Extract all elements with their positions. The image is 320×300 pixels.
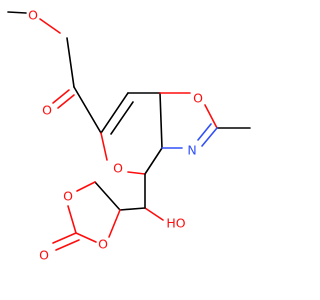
atom-o-dioxolane-bottom: O: [98, 237, 108, 252]
atom-o-carbonate-carbonyl: O: [39, 248, 49, 263]
bond-pyran-c1-c2-double-b: [110, 101, 134, 135]
bond-carbonate-double-b: [55, 239, 80, 251]
bond-ester-c-ester-o: [66, 37, 75, 88]
bond-oxazoline-c2-n-double-b: [197, 123, 212, 141]
bond-dioxolane-c4-c5: [94, 181, 121, 211]
bond-pyran-c5-o: [127, 171, 146, 175]
atom-o-ester-methoxy: O: [28, 8, 38, 23]
bond-choh-dioxolane: [119, 207, 146, 211]
bond-choh-oh: [144, 207, 164, 221]
bond-dioxolane-c2-o-bottom: [75, 232, 97, 243]
bond-methyl-ester: [7, 11, 27, 14]
atom-o-pyran-ring: O: [113, 161, 123, 176]
bond-pyran-c1-c2-double-a: [100, 92, 129, 134]
bond-ester-o-carbonyl-carbon: [39, 18, 61, 34]
bond-pyran-c3-c4: [159, 92, 163, 149]
bond-pyran-c4-c5: [144, 147, 163, 175]
atom-o-ester-carbonyl: O: [42, 103, 52, 118]
atom-o-dioxolane-top: O: [63, 189, 73, 204]
bond-dioxolane-c5-o: [76, 181, 96, 192]
atom-labels: O O O O N HO O O O: [28, 8, 203, 263]
bond-dioxolane-o-bottom-c4: [108, 209, 121, 238]
bond-dioxolane-o-c2: [67, 205, 77, 234]
bond-ester-carbonyl-2: [57, 94, 75, 109]
atom-n-oxazoline: N: [187, 143, 196, 158]
bond-pyran-o-c1: [100, 132, 108, 161]
bond-carbonate-double-a: [52, 232, 77, 244]
molecule-structure: O O O O N HO O O O: [7, 8, 251, 263]
bond-oxazoline-o-c2: [204, 104, 218, 129]
atom-o-oxazoline: O: [193, 91, 203, 106]
bond-ester-carbonyl-1: [52, 89, 70, 104]
bonds: [7, 11, 251, 251]
bond-oxazoline-c2-n-double-a: [201, 127, 218, 147]
atom-hydroxyl: HO: [166, 216, 185, 231]
bond-ester-c-ring: [73, 86, 102, 134]
